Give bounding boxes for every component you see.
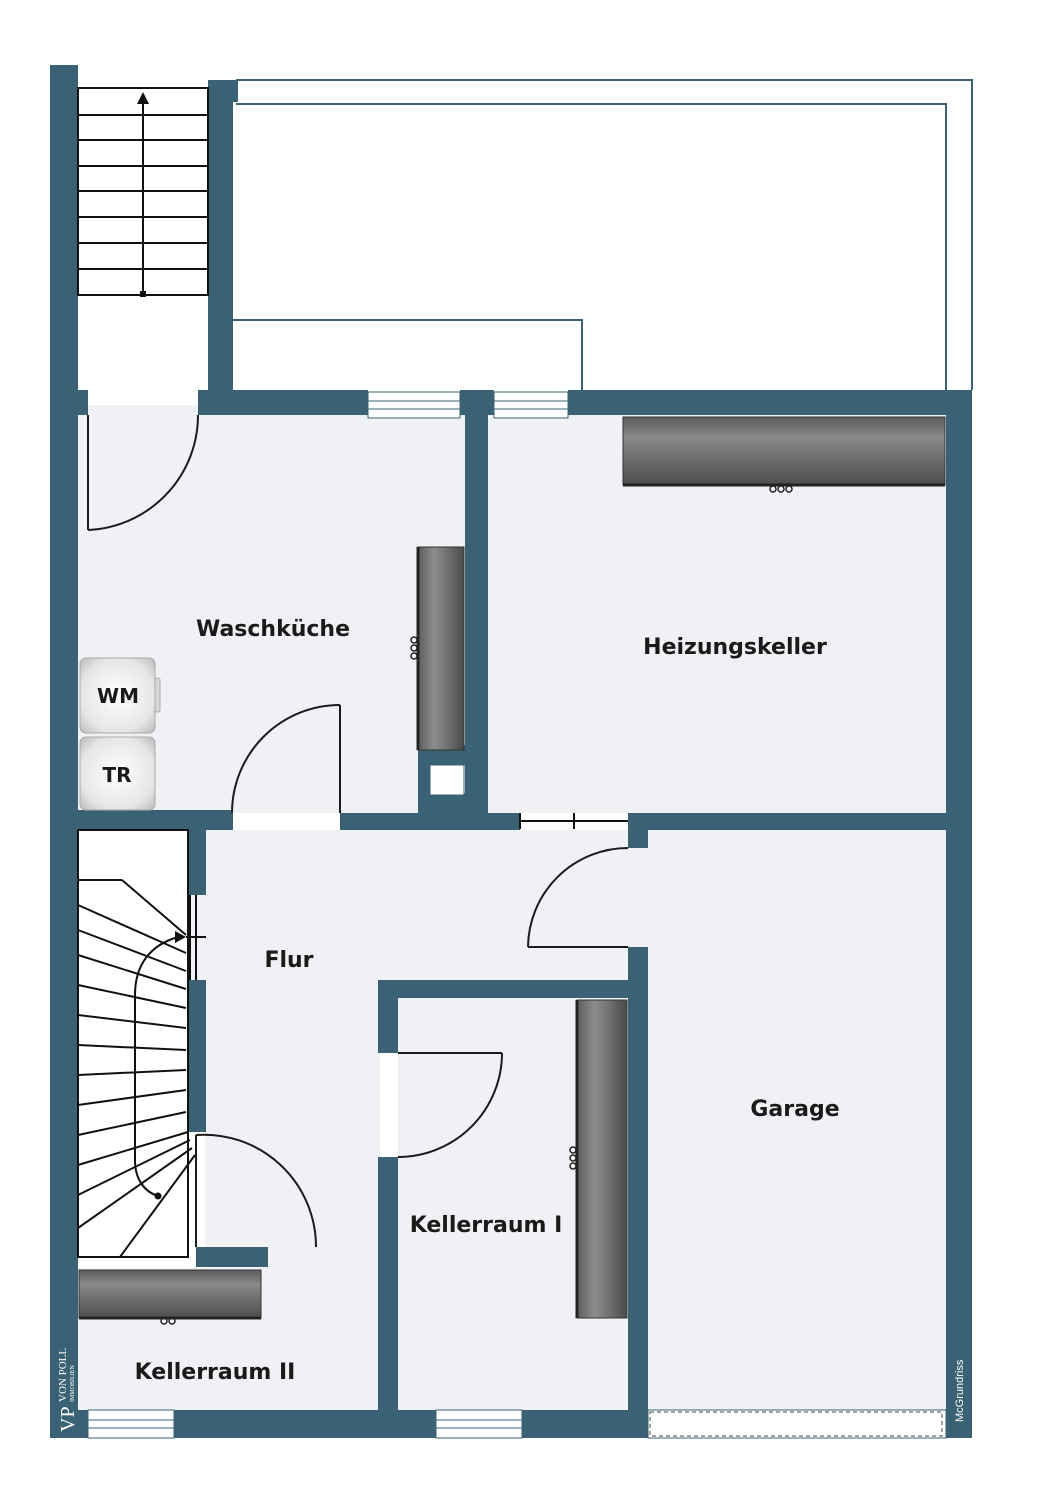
room-label-kellerraum-1: Kellerraum I	[410, 1213, 563, 1238]
shelf-heizungskeller	[622, 416, 946, 493]
shelf-kellerraum-1	[569, 999, 628, 1319]
credit-label: McGrundriss	[954, 1359, 966, 1422]
door-waschkueche-flur	[231, 704, 341, 814]
logo-initials: VP	[57, 1406, 79, 1432]
door-exterior-waschkueche	[87, 414, 200, 531]
window-waschkueche-left	[367, 391, 461, 419]
heating-unit	[429, 764, 465, 796]
inner-stair	[77, 829, 206, 1258]
door-kellerraum-1	[397, 1052, 503, 1158]
terrace-outline	[233, 79, 973, 390]
washing-machine: WM	[79, 657, 161, 734]
logo-sub: IMMOBILIEN	[70, 1365, 76, 1402]
room-label-flur: Flur	[264, 948, 313, 973]
door-kellerraum-2	[195, 1133, 318, 1248]
opening-heizung-flur	[519, 813, 628, 829]
washer-label: WM	[97, 684, 139, 708]
shelf-waschkueche	[410, 546, 465, 751]
room-label-garage: Garage	[750, 1097, 839, 1122]
room-label-kellerraum-2: Kellerraum II	[135, 1360, 296, 1385]
von-poll-logo: VP VON POLL IMMOBILIEN	[57, 1348, 79, 1432]
shelf-kellerraum-2	[78, 1269, 262, 1325]
window-kellerraum-1	[435, 1409, 523, 1439]
garage-door	[647, 1409, 947, 1439]
windows	[87, 391, 947, 1439]
appliances: WM TR	[79, 657, 161, 811]
room-label-heizungskeller: Heizungskeller	[643, 635, 827, 660]
doors	[87, 414, 629, 1248]
dryer-label: TR	[102, 763, 131, 787]
room-labels: Waschküche Heizungskeller Flur Kellerrau…	[135, 617, 840, 1385]
door-garage-flur	[527, 847, 629, 948]
logo-name: VON POLL	[57, 1348, 69, 1402]
shelves	[78, 416, 946, 1325]
tumble-dryer: TR	[79, 736, 156, 811]
window-kellerraum-2	[87, 1409, 175, 1439]
room-label-waschkueche: Waschküche	[196, 617, 350, 642]
outer-stair	[77, 87, 209, 297]
window-waschkueche-right	[493, 391, 569, 419]
